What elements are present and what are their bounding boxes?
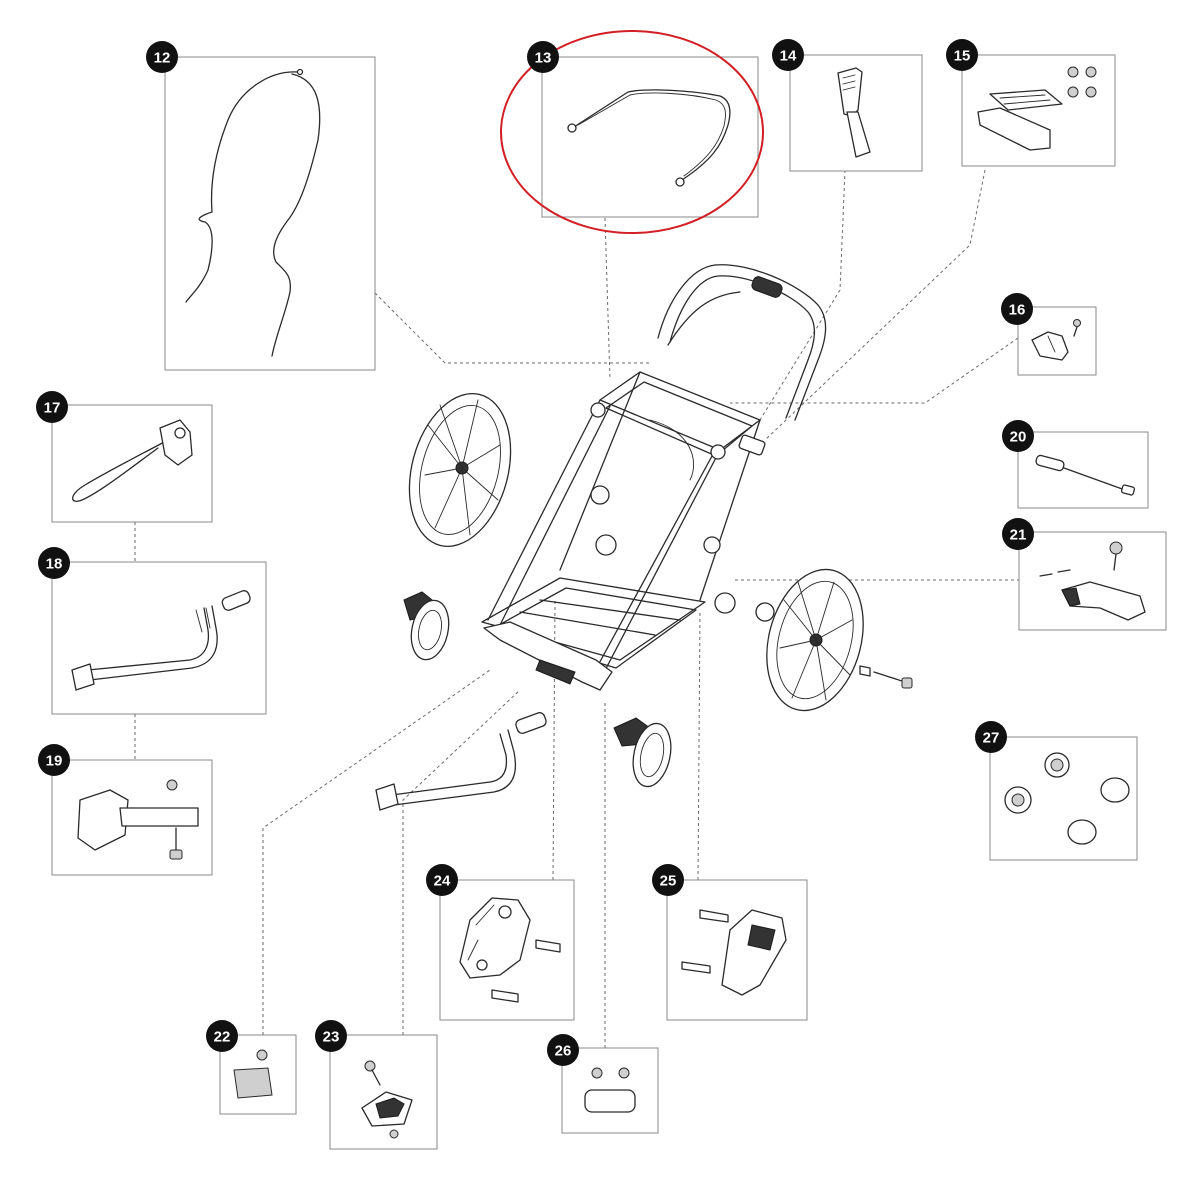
callout-badge-23: 23 — [315, 1020, 347, 1052]
callout-badge-20: 20 — [1002, 420, 1034, 452]
part-box-16[interactable] — [1017, 306, 1097, 376]
callout-badge-27: 27 — [975, 721, 1007, 753]
callout-badge-16: 16 — [1001, 293, 1033, 325]
screw-icon — [1067, 66, 1097, 98]
callout-badge-24: 24 — [426, 864, 458, 896]
callout-badge-18: 18 — [38, 547, 70, 579]
swivel-wheel-left — [403, 591, 450, 661]
swivel-wheel-right — [613, 717, 672, 788]
part-box-15[interactable] — [961, 54, 1116, 167]
part-box-20[interactable] — [1017, 431, 1149, 509]
callout-badge-26: 26 — [547, 1034, 579, 1066]
callout-number: 17 — [44, 400, 61, 417]
part-box-23[interactable] — [329, 1034, 438, 1150]
callout-number: 26 — [555, 1043, 572, 1060]
callout-badge-17: 17 — [36, 391, 68, 423]
callout-badge-13: 13 — [527, 41, 559, 73]
part-box-22[interactable] — [219, 1034, 297, 1115]
part-box-18[interactable] — [51, 561, 267, 715]
part-box-12[interactable] — [164, 56, 376, 371]
callout-number: 25 — [660, 873, 677, 890]
part-box-21[interactable] — [1018, 531, 1167, 631]
tow-arm-assembly — [375, 712, 547, 811]
callout-number: 14 — [780, 48, 797, 65]
callout-number: 21 — [1010, 527, 1027, 544]
right-wheel — [766, 568, 864, 712]
callout-number: 20 — [1010, 429, 1027, 446]
callout-badge-12: 12 — [146, 41, 178, 73]
part-box-27[interactable] — [989, 736, 1138, 861]
part-box-24[interactable] — [439, 879, 575, 1021]
callout-number: 16 — [1009, 302, 1026, 319]
callout-badge-14: 14 — [772, 39, 804, 71]
part-box-13[interactable] — [541, 56, 759, 218]
callout-badge-25: 25 — [652, 864, 684, 896]
highlight-ring — [500, 30, 764, 234]
callout-number: 19 — [46, 753, 63, 770]
callout-badges: 12 13 14 15 16 17 18 19 20 21 22 23 24 2… — [36, 39, 1034, 1066]
stroller-frame-assembly — [375, 264, 913, 811]
callout-number: 15 — [954, 48, 971, 65]
callout-number: 22 — [214, 1029, 231, 1046]
callout-number: 23 — [323, 1029, 340, 1046]
callout-number: 27 — [983, 730, 1000, 747]
callout-badge-21: 21 — [1002, 518, 1034, 550]
callout-number: 18 — [46, 556, 63, 573]
callout-badge-15: 15 — [946, 39, 978, 71]
callout-number: 24 — [434, 873, 451, 890]
callout-number: 12 — [154, 50, 171, 67]
leader-lines — [134, 169, 1020, 1048]
part-box-17[interactable] — [51, 404, 213, 523]
callout-badge-19: 19 — [38, 744, 70, 776]
callout-badge-22: 22 — [206, 1020, 238, 1052]
callout-number: 13 — [535, 50, 552, 67]
part-box-25[interactable] — [666, 879, 808, 1021]
part-box-19[interactable] — [51, 759, 213, 876]
part-box-26[interactable] — [561, 1047, 659, 1134]
left-wheel — [408, 392, 512, 548]
part-box-14[interactable] — [789, 54, 923, 172]
